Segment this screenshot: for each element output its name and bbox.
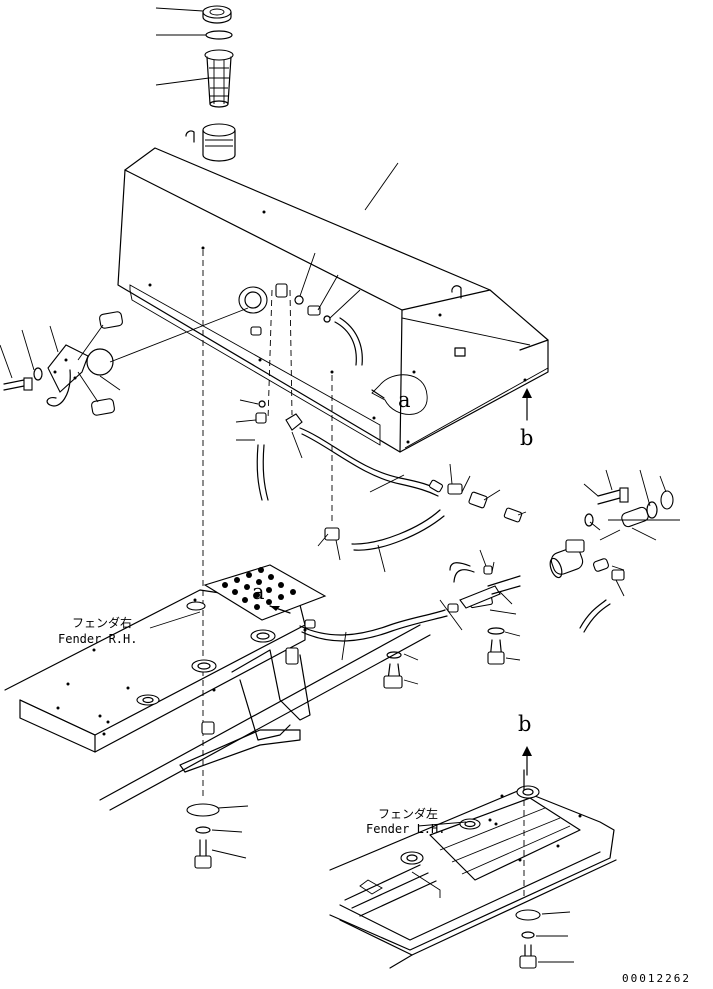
fender-rh xyxy=(4,564,431,811)
fender-rh-label-en: Fender R.H. xyxy=(58,632,138,646)
step-plate-holes xyxy=(222,567,296,610)
fender-rh-label-jp: フェンダ右 xyxy=(72,616,133,630)
tank-fittings xyxy=(235,252,363,501)
view-b-arrows xyxy=(522,388,532,791)
fender-rh-mount xyxy=(186,803,249,869)
fuel-filter xyxy=(549,469,680,597)
leader-line-tank xyxy=(364,162,399,211)
fender-lh-label-en: Fender L.H. xyxy=(366,822,446,836)
fuel-strainer xyxy=(204,49,234,108)
view-mark-b-tank: b xyxy=(520,426,534,450)
fuel-tank xyxy=(117,123,549,453)
view-mark-a-fender: a xyxy=(252,580,265,604)
leader-lines-sender xyxy=(0,307,249,391)
fender-lh-mount xyxy=(515,909,574,969)
alignment-lines xyxy=(201,246,525,900)
filler-cap xyxy=(202,5,232,24)
view-mark-a-tank: a xyxy=(398,388,411,412)
drawing-number: 00012262 xyxy=(622,972,691,985)
fender-lh-label-jp: フェンダ左 xyxy=(378,807,439,821)
leader-lines-top xyxy=(155,7,210,86)
filler-gasket xyxy=(205,30,233,40)
clamp-bracket xyxy=(459,575,521,665)
fender-label-leaders xyxy=(149,611,467,827)
view-mark-b-fender: b xyxy=(518,712,532,736)
sender-bolt xyxy=(3,367,43,391)
fuel-hoses xyxy=(299,427,611,661)
sender-unit xyxy=(46,311,123,416)
line-fittings xyxy=(317,463,527,631)
fender-lh xyxy=(329,785,617,969)
fender-rh-bolt xyxy=(383,651,419,689)
